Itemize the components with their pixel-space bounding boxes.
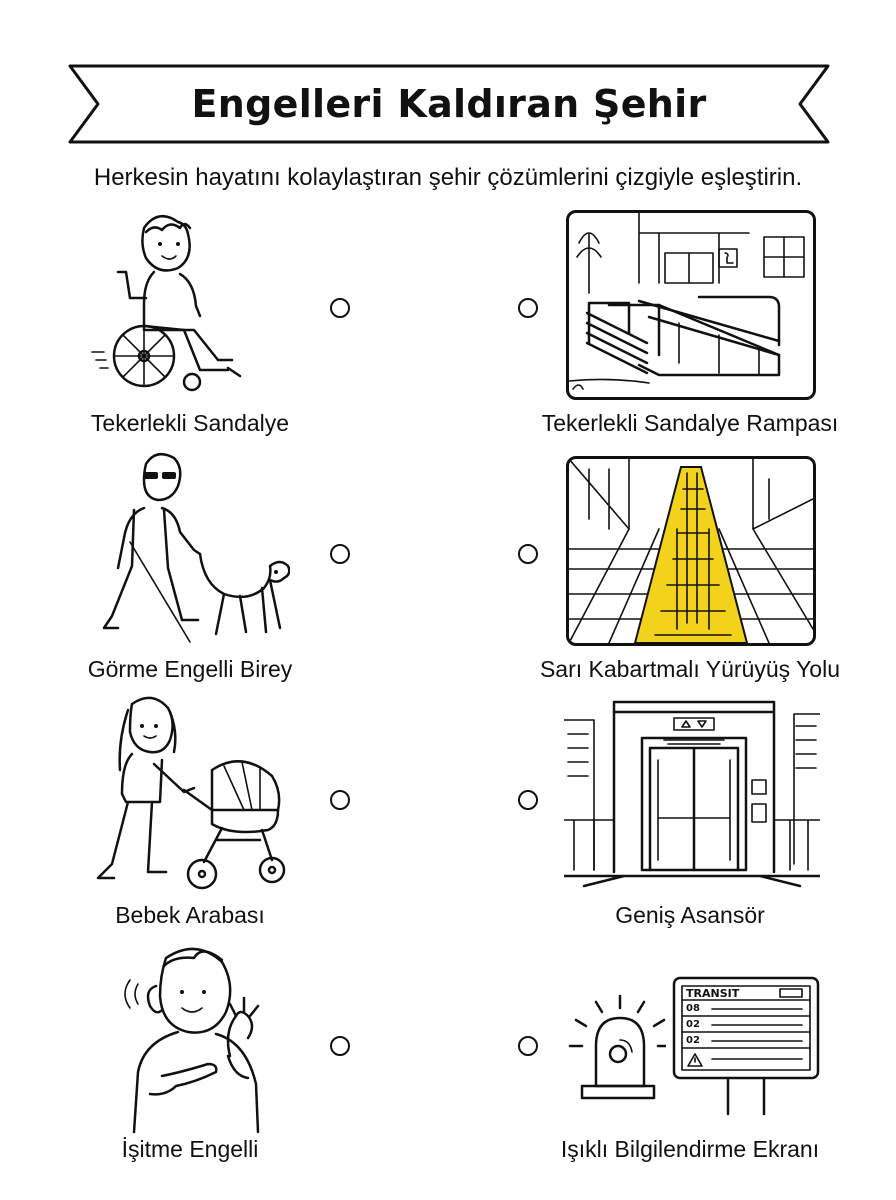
info-screen-row-1: 08 [686,1003,700,1014]
right-match-dot-3[interactable] [518,790,538,810]
info-screen-row-2: 02 [686,1019,700,1030]
tactile-paving-icon [566,456,816,646]
page-title: Engelleri Kaldıran Şehir [191,82,707,126]
left-match-dot-4[interactable] [330,1036,350,1056]
info-screen-row-3: 02 [686,1035,700,1046]
right-match-dot-4[interactable] [518,1036,538,1056]
left-label-stroller: Bebek Arabası [115,902,265,928]
left-match-dot-2[interactable] [330,544,350,564]
right-match-dot-2[interactable] [518,544,538,564]
right-label-ramp: Tekerlekli Sandalye Rampası [541,410,839,436]
woman-with-stroller-icon [92,690,292,900]
left-match-dot-3[interactable] [330,790,350,810]
left-match-dot-1[interactable] [330,298,350,318]
info-screen-header: TRANSIT [686,987,740,1000]
left-label-blind: Görme Engelli Birey [87,656,293,682]
left-label-hearing: İşitme Engelli [121,1136,259,1162]
info-screen-icon: TRANSIT 08 02 02 [672,976,820,1116]
right-match-dot-1[interactable] [518,298,538,318]
instruction-text: Herkesin hayatını kolaylaştıran şehir çö… [93,164,803,191]
right-label-tactile: Sarı Kabartmalı Yürüyüş Yolu [539,656,841,682]
wide-elevator-icon [564,700,820,890]
hearing-impaired-person-icon [116,946,276,1136]
right-label-elevator: Geniş Asansör [615,902,765,928]
wheelchair-ramp-icon [566,210,816,400]
warning-light-icon [566,990,666,1100]
visually-impaired-person-icon [100,448,290,648]
title-banner: Engelleri Kaldıran Şehir [66,62,832,146]
right-label-info-screen: Işıklı Bilgilendirme Ekranı [560,1136,820,1162]
wheelchair-user-icon [88,202,278,402]
left-label-wheelchair: Tekerlekli Sandalye [90,410,290,436]
